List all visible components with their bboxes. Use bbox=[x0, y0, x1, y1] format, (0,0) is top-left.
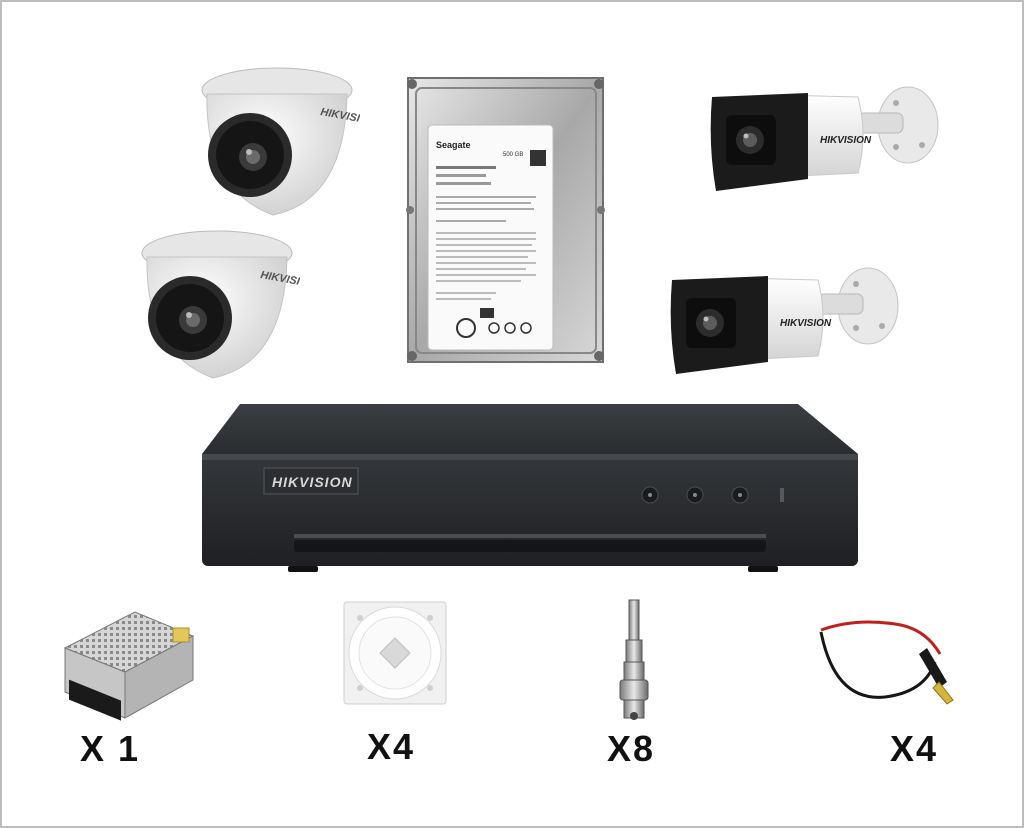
dvr-logo-text: HIKVISION bbox=[272, 474, 353, 490]
hard-drive: Seagate 500 GB bbox=[398, 70, 613, 370]
bnc-connector-quantity: X8 bbox=[607, 728, 656, 769]
bullet-camera-icon: HIKVISION bbox=[670, 267, 899, 374]
dome-camera-2: HIKVISION bbox=[135, 225, 300, 390]
bnc-connector bbox=[612, 598, 657, 723]
bullet-camera-icon: HIKVISION bbox=[710, 86, 939, 191]
dvr-recorder-icon: HIKVISION bbox=[202, 404, 858, 572]
dvr-recorder: HIKVISION bbox=[198, 400, 863, 575]
dome-camera-icon: HIKVISION bbox=[141, 230, 300, 379]
dome-camera-1: HIKVISION bbox=[195, 60, 360, 225]
camera-logo-text: HIKVISION bbox=[780, 318, 832, 329]
hdd-logo-text: Seagate bbox=[436, 140, 471, 150]
bnc-connector-icon bbox=[619, 599, 649, 720]
hdd-capacity-label: 500 GB bbox=[503, 152, 523, 158]
junction-box-icon bbox=[343, 601, 447, 705]
bullet-camera-1: HIKVISION bbox=[708, 75, 948, 200]
bullet-camera-2: HIKVISION bbox=[668, 258, 908, 383]
dc-power-pigtail bbox=[815, 602, 960, 712]
camera-logo-text: HIKVISION bbox=[820, 135, 872, 146]
junction-box bbox=[340, 598, 450, 708]
junction-box-quantity: X4 bbox=[367, 726, 416, 767]
dome-camera-icon: HIKVISION bbox=[201, 67, 360, 216]
dc-pigtail-icon bbox=[819, 620, 954, 705]
dc-pigtail-quantity: X4 bbox=[890, 728, 939, 769]
power-supply-icon bbox=[63, 611, 195, 721]
power-supply bbox=[55, 608, 195, 723]
hard-drive-icon: Seagate 500 GB bbox=[406, 77, 605, 363]
power-supply-quantity: X 1 bbox=[80, 728, 141, 769]
